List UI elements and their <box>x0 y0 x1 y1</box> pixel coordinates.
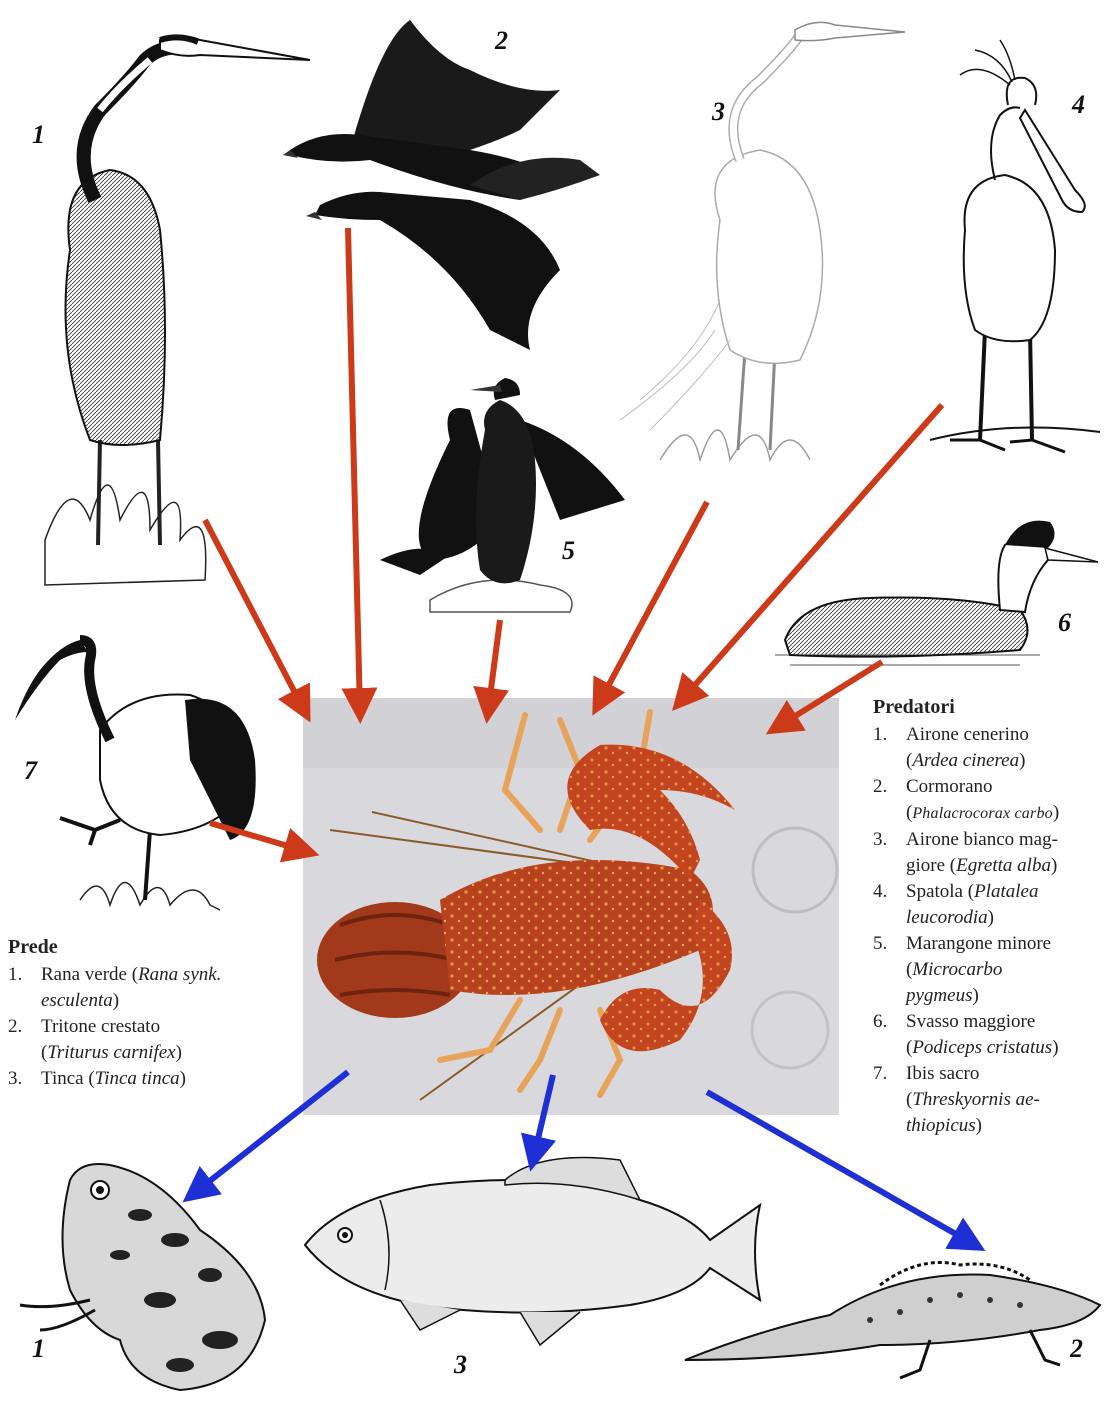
pygmy-cormorant-drawing <box>380 378 625 612</box>
label-grebe-number: 6 <box>1058 608 1071 638</box>
crayfish-photo <box>303 698 839 1115</box>
tench-drawing <box>305 1158 760 1346</box>
label-newt-number: 2 <box>1070 1334 1083 1364</box>
predators-legend-title: Predatori <box>873 694 1105 720</box>
list-item: 3. Tinca (Tinca tinca) <box>8 1066 298 1092</box>
grey-heron-drawing <box>45 36 310 585</box>
label-tench-number: 3 <box>454 1350 467 1380</box>
arrow-ibis-to-crayfish <box>210 823 308 852</box>
label-heron-number: 1 <box>32 120 45 150</box>
sacred-ibis-drawing <box>15 640 256 910</box>
label-spoonbill-number: 4 <box>1072 90 1085 120</box>
great-egret-drawing <box>620 22 905 460</box>
label-ibis-number: 7 <box>24 756 37 786</box>
list-item: 1. Rana verde (Rana synk.esculenta) <box>8 962 298 1014</box>
list-item: 2. Cormorano(Phalacrocorax carbo) <box>873 774 1105 827</box>
predators-legend: Predatori 1. Airone cenerino(Ardea ciner… <box>873 694 1105 1139</box>
list-item: 6. Svasso maggiore(Podiceps cristatus) <box>873 1009 1105 1061</box>
label-egret-number: 3 <box>712 97 725 127</box>
label-pygmy-cormorant-number: 5 <box>562 536 575 566</box>
label-frog-number: 1 <box>32 1334 45 1364</box>
list-item: 1. Airone cenerino(Ardea cinerea) <box>873 722 1105 774</box>
prey-legend-title: Prede <box>8 934 298 960</box>
prey-legend: Prede 1. Rana verde (Rana synk.esculenta… <box>8 934 298 1092</box>
green-frog-drawing <box>20 1164 265 1390</box>
list-item: 2. Tritone crestato(Triturus carnifex) <box>8 1014 298 1066</box>
cormorant-drawing <box>283 20 600 350</box>
arrow-cormorant-to-crayfish <box>348 228 360 712</box>
list-item: 7. Ibis sacro(Threskyornis ae-thiopicus) <box>873 1061 1105 1139</box>
arrow-spoonbill-to-crayfish <box>680 405 942 702</box>
label-cormorant-number: 2 <box>495 26 508 56</box>
list-item: 3. Airone bianco mag-giore (Egretta alba… <box>873 827 1105 879</box>
arrow-heron-to-crayfish <box>205 520 305 712</box>
arrow-egret-to-crayfish <box>598 502 707 705</box>
